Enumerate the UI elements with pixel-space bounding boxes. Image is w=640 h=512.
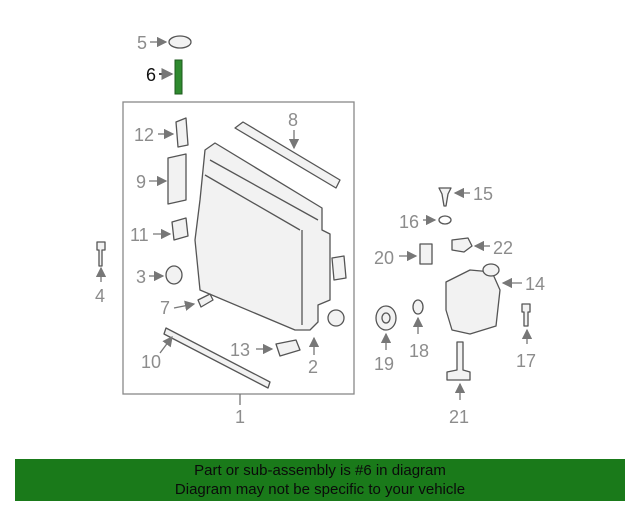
reservoir-14[interactable] [445, 269, 501, 335]
bolt-17[interactable] [521, 303, 531, 327]
o-ring-16[interactable] [438, 215, 452, 225]
callout-22: 22 [493, 238, 513, 258]
callout-16: 16 [399, 212, 419, 232]
callout-9: 9 [136, 172, 146, 192]
bolt-7[interactable] [197, 293, 214, 308]
notice-line-1: Part or sub-assembly is #6 in diagram [194, 462, 446, 479]
bracket-12[interactable] [175, 117, 189, 148]
notice-line-2: Diagram may not be specific to your vehi… [174, 481, 466, 498]
nut-22[interactable] [451, 237, 473, 253]
grommet-18[interactable] [412, 299, 424, 315]
callout-14: 14 [525, 274, 545, 294]
callout-11: 11 [130, 225, 149, 245]
clip-11[interactable] [171, 217, 189, 241]
callout-5: 5 [137, 33, 147, 53]
callout-4: 4 [95, 286, 105, 306]
callout-13: 13 [230, 340, 250, 360]
callout-21: 21 [449, 407, 469, 427]
bolt-4[interactable] [96, 241, 106, 267]
radiator[interactable] [194, 142, 331, 331]
upper-shield[interactable] [234, 121, 341, 189]
callout-18: 18 [409, 341, 429, 361]
callout-10: 10 [141, 352, 161, 372]
callout-7: 7 [160, 298, 170, 318]
callout-1: 1 [235, 407, 245, 427]
notice-banner: Part or sub-assembly is #6 in diagram Di… [15, 459, 625, 501]
callout-2: 2 [308, 357, 318, 377]
callout-15: 15 [473, 184, 493, 204]
isolator-3[interactable] [165, 265, 183, 285]
cap-5[interactable] [168, 35, 192, 49]
isolator-2[interactable] [327, 309, 345, 327]
callout-19: 19 [374, 354, 394, 374]
pin-15[interactable] [438, 187, 452, 207]
callout-8: 8 [288, 110, 298, 130]
connector-20[interactable] [419, 243, 433, 265]
stud-21[interactable] [446, 341, 471, 381]
cap-19[interactable] [375, 305, 397, 331]
callout-20: 20 [374, 248, 394, 268]
callout-6: 6 [146, 65, 156, 85]
bracket-13[interactable] [275, 339, 301, 357]
part-6-highlight[interactable] [174, 59, 183, 95]
side-clip[interactable] [331, 255, 347, 281]
seal-strip-10[interactable] [163, 327, 271, 389]
callout-12: 12 [134, 125, 154, 145]
parts-diagram: 8 12 9 11 3 7 10 13 2 1 5 6 4 15 [95, 33, 545, 427]
callout-3: 3 [136, 267, 146, 287]
seal-9[interactable] [167, 153, 187, 205]
assembly-box [122, 101, 355, 395]
callout-17: 17 [516, 351, 536, 371]
